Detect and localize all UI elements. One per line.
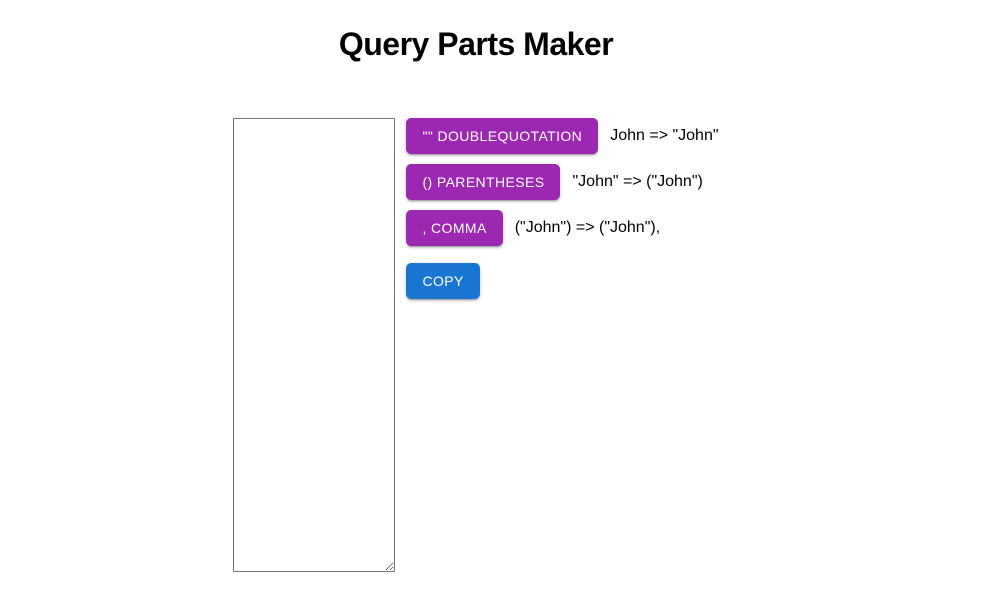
comma-button[interactable]: , COMMA [406,209,503,246]
comma-example: ("John") => ("John"), [514,219,661,237]
parentheses-example: "John" => ("John") [572,173,703,191]
doublequotation-row: "" DOUBLEQUOTATION John => "John" [406,117,719,154]
query-input[interactable] [233,117,396,572]
main-content: "" DOUBLEQUOTATION John => "John" () PAR… [0,117,952,572]
doublequotation-button[interactable]: "" DOUBLEQUOTATION [406,117,599,154]
parentheses-button[interactable]: () PARENTHESES [406,163,561,200]
parentheses-row: () PARENTHESES "John" => ("John") [406,163,718,200]
copy-button[interactable]: COPY [406,262,480,299]
page-title: Query Parts Maker [338,26,614,62]
comma-row: , COMMA ("John") => ("John"), [406,209,718,246]
query-parts-maker-app: Query Parts Maker "" DOUBLEQUOTATION Joh… [0,26,952,572]
actions-panel: "" DOUBLEQUOTATION John => "John" () PAR… [406,117,719,299]
doublequotation-example: John => "John" [610,127,719,145]
copy-row: COPY [406,262,718,299]
